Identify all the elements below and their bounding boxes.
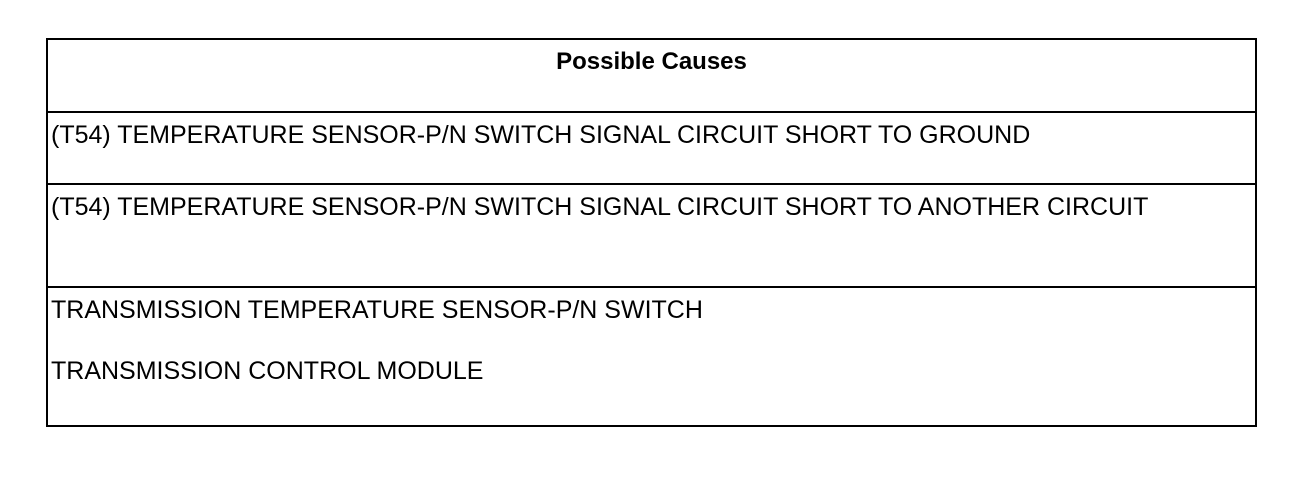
cause-text: (T54) TEMPERATURE SENSOR-P/N SWITCH SIGN… bbox=[51, 121, 1031, 149]
table-row: (T54) TEMPERATURE SENSOR-P/N SWITCH SIGN… bbox=[48, 183, 1255, 286]
table-row: TRANSMISSION TEMPERATURE SENSOR-P/N SWIT… bbox=[48, 286, 1255, 425]
cause-text: (T54) TEMPERATURE SENSOR-P/N SWITCH SIGN… bbox=[51, 193, 1149, 221]
table-row: (T54) TEMPERATURE SENSOR-P/N SWITCH SIGN… bbox=[48, 111, 1255, 183]
cause-text: TRANSMISSION CONTROL MODULE bbox=[51, 357, 484, 385]
possible-causes-table: Possible Causes (T54) TEMPERATURE SENSOR… bbox=[46, 38, 1257, 427]
cause-text: TRANSMISSION TEMPERATURE SENSOR-P/N SWIT… bbox=[51, 296, 703, 324]
table-header-label: Possible Causes bbox=[556, 48, 747, 75]
table-header: Possible Causes bbox=[48, 40, 1255, 111]
